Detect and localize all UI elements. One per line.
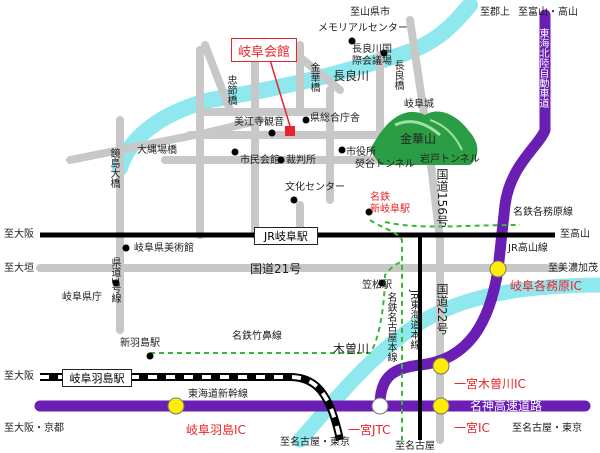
ichinomiya-kisogawa-ic-marker xyxy=(432,357,450,375)
meitetsu-main xyxy=(369,219,403,440)
meitetsu-kakamigahara xyxy=(384,221,521,228)
kenritsu-bijutsukan-label: 岐阜県美術館 xyxy=(134,243,194,254)
kinka-bridge-label: 金華橋 xyxy=(308,62,319,92)
saibansho-label: 裁判所 xyxy=(286,155,316,166)
iwato-tunnel-label: 岩戸トンネル xyxy=(420,154,480,165)
tokai-hokuriku-label: 東海北陸自動車道 xyxy=(537,28,548,108)
bunka-center-label: 文化センター xyxy=(285,182,345,193)
kencho-sogo-label: 県総合庁舎 xyxy=(310,113,360,124)
nagaragawa-kokusai-label: 長良川国際会議場 xyxy=(352,44,392,67)
dir-osaka-kyoto: 至大阪・京都 xyxy=(4,423,64,434)
kendo1-label: 県道1号線 xyxy=(109,257,120,304)
kinkazan-label: 金華山 xyxy=(400,132,437,146)
takehana-line-label: 名鉄竹鼻線 xyxy=(232,331,282,342)
dir-nagoya: 至名古屋 xyxy=(395,441,435,452)
shiyakusho-label: 市役所 xyxy=(346,147,376,158)
meitetsu-takehana xyxy=(150,261,403,354)
okyouso-bridge-label: 大縄場橋 xyxy=(137,145,177,156)
sensho-bridge-label: 鏡島大橋 xyxy=(108,148,119,188)
gifu-castle-label: 岐阜城 xyxy=(404,99,434,110)
dir-osaka3: 至大阪 xyxy=(4,371,34,382)
ichinomiya-jct-label: 一宮JTC xyxy=(348,423,391,437)
place-dots xyxy=(112,37,388,360)
chukai-road xyxy=(201,41,234,114)
dir-ogaki: 至大垣 xyxy=(4,263,34,274)
jr-gifu-station: JR岐阜駅 xyxy=(254,227,318,245)
zuiryu-tunnel-label: 熒谷トンネル xyxy=(355,159,415,170)
kakamigahara-ic-label: 岐阜各務原IC xyxy=(510,279,582,293)
ichinomiya-ic-label: 一宮IC xyxy=(454,421,490,435)
dir-takayama: 至高山 xyxy=(560,229,590,240)
shinkansen-label: 東海道新幹線 xyxy=(188,389,248,400)
kinkazan-mountain xyxy=(370,111,478,165)
nagara-river-label: 長良川 xyxy=(333,69,370,83)
kakamigahara-ic-marker xyxy=(489,260,507,278)
ichinomiya-kisogawa-ic-label: 一宮木曽川IC xyxy=(454,377,526,391)
kiso-river xyxy=(292,277,600,448)
dir-osaka1: 至大阪 xyxy=(4,229,34,240)
shin-hashima-label: 新羽島駅 xyxy=(120,338,160,349)
venue-label: 岐阜会館 xyxy=(231,38,297,62)
gifu-hashima-ic-label: 岐阜羽島IC xyxy=(186,423,246,437)
takayama-line-label: JR高山線 xyxy=(508,243,548,254)
dir-mino-kamo: 至美濃加茂 xyxy=(548,263,598,274)
kakamigahara-line-label: 名鉄各務原線 xyxy=(513,207,573,218)
dir-toyama: 至富山・高山 xyxy=(518,7,578,18)
kasamatsu-label: 笠松駅 xyxy=(362,280,392,291)
interchange-markers xyxy=(167,260,507,415)
dir-nagoya-tokyo1: 至名古屋・東京 xyxy=(280,437,350,448)
kiso-river-label: 木曽川 xyxy=(333,342,370,356)
gifu-hashima-ic-marker xyxy=(167,397,185,415)
nagara-river xyxy=(112,0,478,176)
meitetsu-nagoya-label: 名鉄名古屋本線 xyxy=(385,292,396,362)
mie-kannon-label: 美江寺観音 xyxy=(234,117,284,128)
kokudo21-label: 国道21号 xyxy=(250,262,302,276)
kencho-label: 岐阜県庁 xyxy=(62,292,102,303)
jr-tokaido-label: JR東海道本線 xyxy=(408,290,419,350)
dir-nagoya-tokyo2: 至名古屋・東京 xyxy=(512,423,582,434)
gifu-hashima-station: 岐阜羽島駅 xyxy=(62,369,132,387)
ichinomiya-jct-marker xyxy=(371,397,389,415)
meitetsu-gifu-label: 名鉄 新岐阜駅 xyxy=(370,192,410,215)
nagara-bridge-label: 長良橋 xyxy=(392,60,403,90)
dir-gujo: 至郡上 xyxy=(480,7,510,18)
shinkansen-line xyxy=(40,373,344,441)
tokai-hokuriku-expressway xyxy=(374,9,551,411)
chukai-bridge-label: 忠節橋 xyxy=(225,75,236,105)
shimin-kaikan-label: 市民会館 xyxy=(240,155,280,166)
ichinomiya-ic-marker xyxy=(432,397,450,415)
kokudo156-label: 国道156号 xyxy=(435,168,449,227)
memorial-center-label: メモリアルセンター xyxy=(318,23,408,34)
meishin-label: 名神高速道路 xyxy=(470,399,543,413)
venue-marker xyxy=(285,126,295,136)
venue-pointer xyxy=(269,59,291,127)
dir-yamagata: 至山県市 xyxy=(350,7,390,18)
kokudo22-label: 国道22号 xyxy=(435,283,449,335)
